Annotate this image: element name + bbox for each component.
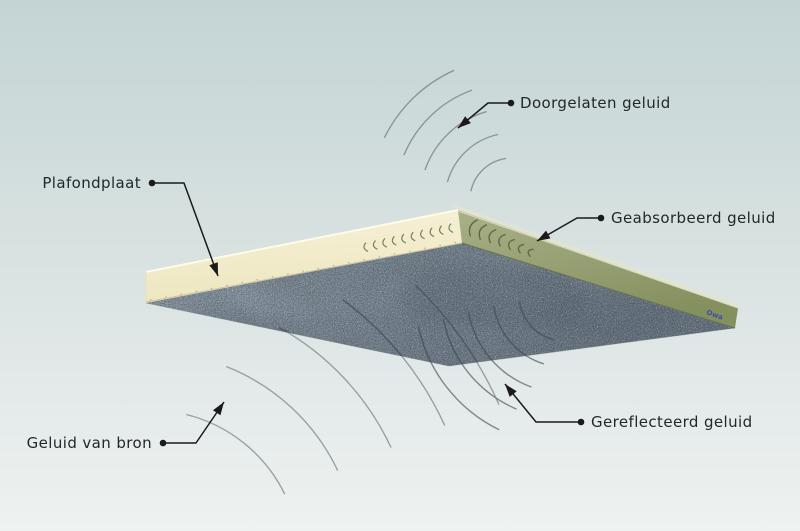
leader-plafondplaat (148, 179, 219, 277)
wave-arc (401, 233, 407, 244)
wave-arc (342, 298, 446, 366)
wave-arc (498, 233, 506, 247)
wave-arc (518, 301, 555, 341)
wave-arc (438, 225, 444, 236)
side-bottom-edge (461, 242, 736, 329)
label-geabsorbeerd-geluid: Geabsorbeerd geluid (611, 209, 776, 227)
wave-arc (468, 219, 478, 237)
front-bottom-edge (145, 242, 463, 303)
wave-arc (383, 69, 455, 139)
wave-arc (488, 228, 497, 244)
leader-lines-layer (148, 99, 605, 447)
geabsorbeerd-waves-front-face (363, 223, 454, 252)
tile-side-face (458, 210, 738, 328)
leader-dot (597, 214, 605, 222)
leader-line (163, 401, 225, 444)
label-doorgelaten-geluid: Doorgelaten geluid (520, 94, 671, 112)
wave-arc (403, 89, 473, 156)
side-top-highlight (457, 210, 739, 309)
leader-arrowhead (213, 402, 224, 416)
wave-arc (225, 365, 339, 471)
wave-arc (429, 227, 435, 238)
wave-arc (527, 248, 534, 258)
leader-geabsorbeerd (536, 214, 605, 242)
leader-doorgelaten (457, 99, 515, 129)
wave-arc (448, 223, 454, 233)
wave-arc (446, 133, 499, 183)
geabsorbeerd-waves-side-face (468, 219, 534, 258)
leader-dot (148, 179, 156, 187)
wave-arc (517, 243, 525, 254)
wave-arc (372, 240, 378, 250)
leader-line (536, 217, 601, 242)
leader-arrowhead (458, 116, 471, 128)
wave-arc (470, 157, 507, 192)
leader-dot (507, 99, 515, 107)
leader-line (504, 383, 581, 423)
wave-arc (507, 238, 516, 251)
tile-front-face (146, 210, 462, 303)
wave-arc (467, 311, 532, 366)
wave-arc (420, 229, 425, 240)
wave-arc (186, 413, 286, 495)
wave-arc (414, 284, 500, 366)
leader-line (152, 182, 219, 277)
labels-layer: Plafondplaat Doorgelaten geluid Geabsorb… (27, 94, 776, 452)
wave-arc (410, 231, 416, 242)
wave-arc (391, 235, 397, 246)
leader-dot (159, 439, 167, 447)
wave-arc (478, 224, 488, 240)
front-top-highlight (145, 209, 459, 273)
leader-dot (577, 418, 585, 426)
wave-arc (278, 326, 392, 448)
label-gereflecteerd-geluid: Gereflecteerd geluid (591, 413, 753, 431)
label-geluid-van-bron: Geluid van bron (27, 434, 152, 452)
leader-arrowhead (537, 230, 551, 241)
label-plafondplaat: Plafondplaat (42, 174, 141, 192)
leader-arrowhead (505, 384, 517, 397)
wave-arc (417, 326, 500, 366)
doorgelaten-sound-waves (383, 69, 507, 192)
leader-arrowhead (209, 262, 218, 276)
wave-arc (424, 110, 487, 171)
wave-arc (442, 318, 517, 366)
wave-arc (382, 238, 388, 248)
wave-arc (363, 242, 369, 252)
tile-top-edge (452, 204, 739, 309)
leader-bron (159, 401, 225, 447)
leader-gereflecteerd (504, 383, 585, 426)
